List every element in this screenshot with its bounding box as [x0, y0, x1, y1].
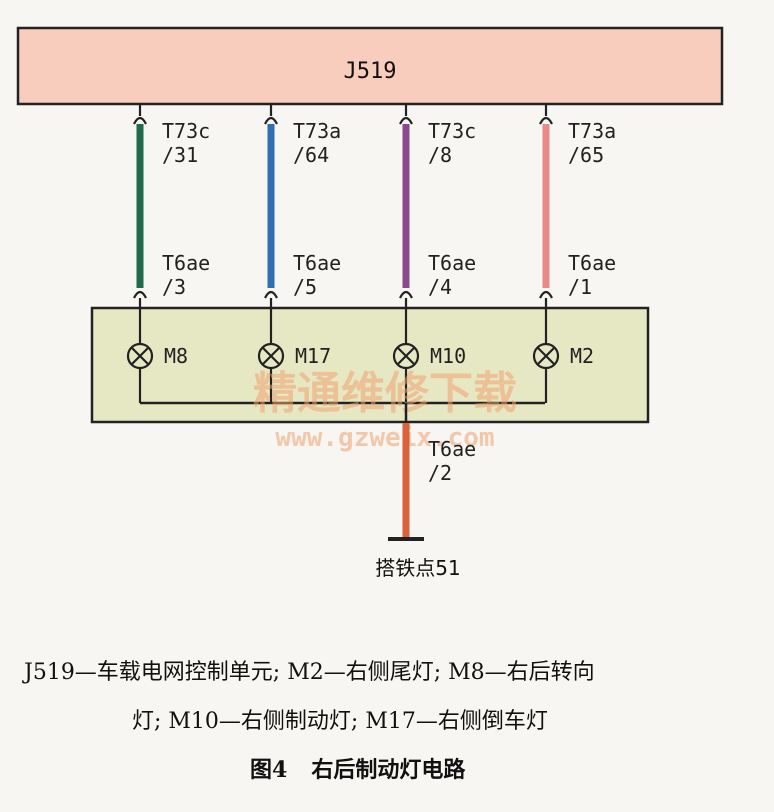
connector-bottom-m2 [539, 290, 553, 299]
ground-pin-name: T6ae [428, 437, 476, 461]
j519-label: J519 [344, 59, 397, 84]
component-label-m17: M17 [295, 344, 331, 368]
connector-top-m17 [264, 116, 278, 125]
top-pin-name-m8: T73c [162, 119, 210, 143]
legend-line-2: 灯; M10—右侧制动灯; M17—右侧倒车灯 [132, 709, 548, 734]
connector-top-m8 [133, 116, 147, 125]
bottom-pin-name-m17: T6ae [293, 251, 341, 275]
ground-point-label: 搭铁点51 [375, 556, 460, 580]
watermark-text: 精通维修下载 [253, 368, 517, 419]
lamp-cross-b-m8 [130, 346, 150, 366]
bottom-pin-number-m2: /1 [568, 275, 592, 299]
component-label-m8: M8 [164, 344, 188, 368]
top-pin-number-m10: /8 [428, 143, 452, 167]
component-label-m10: M10 [430, 344, 466, 368]
top-pin-number-m8: /31 [162, 143, 198, 167]
connector-bottom-m8 [133, 290, 147, 299]
lamp-cross-b-m2 [536, 346, 556, 366]
bottom-pin-number-m17: /5 [293, 275, 317, 299]
lamp-cross-b-m10 [396, 346, 416, 366]
top-pin-number-m2: /65 [568, 143, 604, 167]
bottom-pin-name-m2: T6ae [568, 251, 616, 275]
legend-line-1: J519—车载电网控制单元; M2—右侧尾灯; M8—右后转向 [24, 660, 595, 685]
top-pin-name-m10: T73c [428, 119, 476, 143]
bottom-pin-name-m8: T6ae [162, 251, 210, 275]
top-pin-number-m17: /64 [293, 143, 329, 167]
ground-pin-number: /2 [428, 461, 452, 485]
connector-top-m2 [539, 116, 553, 125]
connector-top-m10 [399, 116, 413, 125]
bottom-pin-number-m10: /4 [428, 275, 452, 299]
watermark-url: www.gzweix.com [275, 423, 494, 453]
figure-title: 图4 右后制动灯电路 [0, 752, 774, 784]
component-label-m2: M2 [570, 344, 594, 368]
connector-bottom-m10 [399, 290, 413, 299]
top-pin-name-m2: T73a [568, 119, 616, 143]
bottom-pin-number-m8: /3 [162, 275, 186, 299]
j519-module-box [16, 26, 724, 106]
figure-number: 图4 [250, 757, 288, 783]
top-pin-name-m17: T73a [293, 119, 341, 143]
figure-title-text: 右后制动灯电路 [311, 757, 466, 783]
connector-bottom-m17 [264, 290, 278, 299]
bottom-pin-name-m10: T6ae [428, 251, 476, 275]
lamp-cross-b-m17 [261, 346, 281, 366]
